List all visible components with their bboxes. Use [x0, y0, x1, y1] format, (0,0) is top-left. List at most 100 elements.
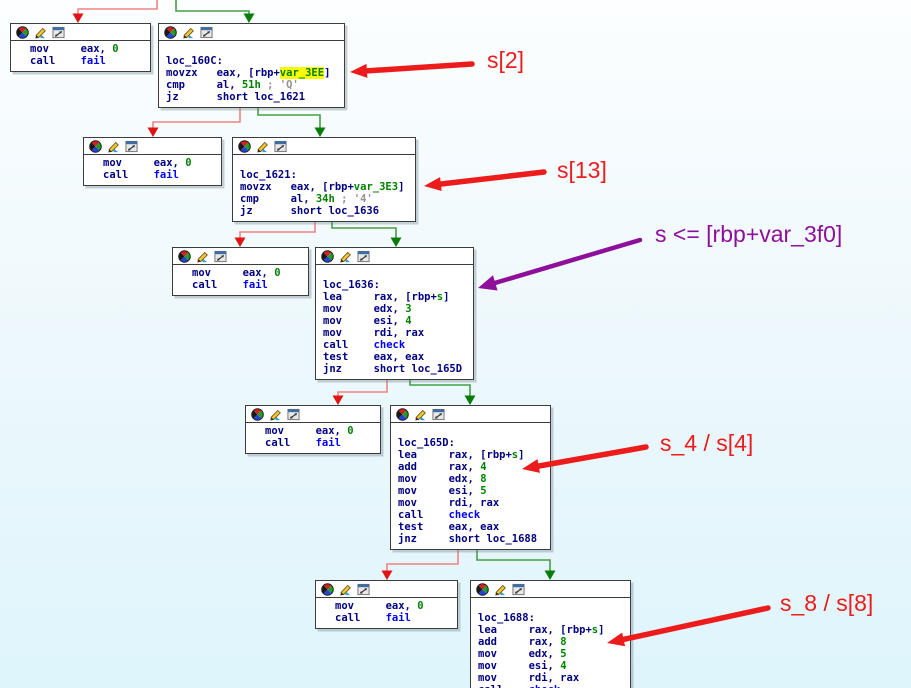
edit-node-icon[interactable]: [107, 140, 120, 153]
node-titlebar[interactable]: [316, 581, 457, 598]
node-color-wheel-icon[interactable]: [321, 250, 334, 263]
asm-seg-asm: jnz short loc_165D: [323, 363, 463, 375]
asm-line[interactable]: lea rax, [rbp+s]: [323, 291, 469, 303]
asm-line[interactable]: lea rax, [rbp+s]: [398, 449, 546, 461]
asm-line[interactable]: jnz short loc_165D: [323, 363, 469, 375]
asm-line[interactable]: loc_1636:: [323, 279, 469, 291]
asm-line[interactable]: call fail: [30, 55, 146, 67]
asm-line[interactable]: mov esi, 4: [478, 660, 626, 672]
asm-line[interactable]: mov eax, 0: [265, 425, 376, 437]
asm-line[interactable]: mov edx, 8: [398, 473, 546, 485]
asm-line[interactable]: mov edx, 3: [323, 303, 469, 315]
asm-line[interactable]: jnz short loc_1688: [398, 533, 546, 545]
asm-line[interactable]: jz short loc_1636: [240, 205, 411, 217]
node-titlebar[interactable]: [173, 248, 308, 265]
asm-line[interactable]: loc_1688:: [478, 612, 626, 624]
group-node-icon[interactable]: [52, 26, 65, 39]
asm-line[interactable]: call fail: [192, 279, 304, 291]
asm-line[interactable]: add rax, 8: [478, 636, 626, 648]
edit-node-icon[interactable]: [269, 408, 282, 421]
asm-line[interactable]: cmp al, 51h ; 'Q': [166, 79, 340, 91]
asm-line[interactable]: [398, 425, 546, 437]
group-node-icon[interactable]: [357, 583, 370, 596]
edit-node-icon[interactable]: [414, 408, 427, 421]
node-color-wheel-icon[interactable]: [396, 408, 409, 421]
edit-node-icon[interactable]: [339, 583, 352, 596]
asm-line[interactable]: call fail: [335, 612, 453, 624]
asm-line[interactable]: call check: [398, 509, 546, 521]
asm-line[interactable]: [323, 267, 469, 279]
asm-line[interactable]: call fail: [103, 169, 217, 181]
node-color-wheel-icon[interactable]: [178, 250, 191, 263]
node-titlebar[interactable]: [233, 138, 415, 155]
node-titlebar[interactable]: [11, 24, 150, 41]
group-node-icon[interactable]: [125, 140, 138, 153]
asm-line[interactable]: lea rax, [rbp+s]: [478, 624, 626, 636]
edit-node-icon[interactable]: [196, 250, 209, 263]
asm-line[interactable]: mov esi, 5: [398, 485, 546, 497]
asm-line[interactable]: call check: [478, 684, 626, 688]
edit-node-icon[interactable]: [494, 583, 507, 596]
node-color-wheel-icon[interactable]: [89, 140, 102, 153]
node-color-wheel-icon[interactable]: [238, 140, 251, 153]
group-node-icon[interactable]: [214, 250, 227, 263]
asm-line[interactable]: mov rdi, rax: [323, 327, 469, 339]
edit-node-icon[interactable]: [182, 26, 195, 39]
asm-line[interactable]: movzx eax, [rbp+var_3EE]: [166, 67, 340, 79]
asm-line[interactable]: mov rdi, rax: [398, 497, 546, 509]
group-node-icon[interactable]: [357, 250, 370, 263]
asm-line[interactable]: loc_160C:: [166, 55, 340, 67]
asm-line[interactable]: test eax, eax: [323, 351, 469, 363]
asm-line[interactable]: loc_1621:: [240, 169, 411, 181]
node-titlebar[interactable]: [159, 24, 344, 41]
asm-line[interactable]: [166, 43, 340, 55]
group-node-icon[interactable]: [287, 408, 300, 421]
asm-line[interactable]: call check: [323, 339, 469, 351]
node-titlebar[interactable]: [391, 406, 550, 423]
node-loc-1621[interactable]: loc_1621:movzx eax, [rbp+var_3E3]cmp al,…: [232, 137, 416, 222]
node-color-wheel-icon[interactable]: [476, 583, 489, 596]
node-titlebar[interactable]: [246, 406, 380, 423]
asm-line[interactable]: loc_165D:: [398, 437, 546, 449]
node-loc-160C[interactable]: loc_160C:movzx eax, [rbp+var_3EE]cmp al,…: [158, 23, 345, 108]
asm-line[interactable]: add rax, 4: [398, 461, 546, 473]
node-color-wheel-icon[interactable]: [164, 26, 177, 39]
asm-line[interactable]: mov esi, 4: [323, 315, 469, 327]
group-node-icon[interactable]: [200, 26, 213, 39]
asm-line[interactable]: mov eax, 0: [192, 267, 304, 279]
asm-line[interactable]: mov eax, 0: [30, 43, 146, 55]
asm-line[interactable]: mov edx, 5: [478, 648, 626, 660]
group-node-icon[interactable]: [512, 583, 525, 596]
asm-line[interactable]: movzx eax, [rbp+var_3E3]: [240, 181, 411, 193]
asm-line[interactable]: cmp al, 34h ; '4': [240, 193, 411, 205]
group-node-icon[interactable]: [274, 140, 287, 153]
node-color-wheel-icon[interactable]: [251, 408, 264, 421]
flow-edge-arrowhead: [544, 570, 556, 580]
node-color-wheel-icon[interactable]: [321, 583, 334, 596]
edit-node-icon[interactable]: [339, 250, 352, 263]
asm-line[interactable]: test eax, eax: [398, 521, 546, 533]
node-titlebar[interactable]: [316, 248, 473, 265]
asm-line[interactable]: [240, 157, 411, 169]
asm-line[interactable]: jz short loc_1621: [166, 91, 340, 103]
edit-node-icon[interactable]: [34, 26, 47, 39]
asm-line[interactable]: mov eax, 0: [103, 157, 217, 169]
asm-line[interactable]: mov eax, 0: [335, 600, 453, 612]
node-color-wheel-icon[interactable]: [16, 26, 29, 39]
asm-line[interactable]: [478, 600, 626, 612]
node-titlebar[interactable]: [84, 138, 221, 155]
edit-node-icon[interactable]: [256, 140, 269, 153]
node-titlebar[interactable]: [471, 581, 630, 598]
asm-line[interactable]: call fail: [265, 437, 376, 449]
group-node-icon[interactable]: [432, 408, 445, 421]
asm-line[interactable]: mov rdi, rax: [478, 672, 626, 684]
